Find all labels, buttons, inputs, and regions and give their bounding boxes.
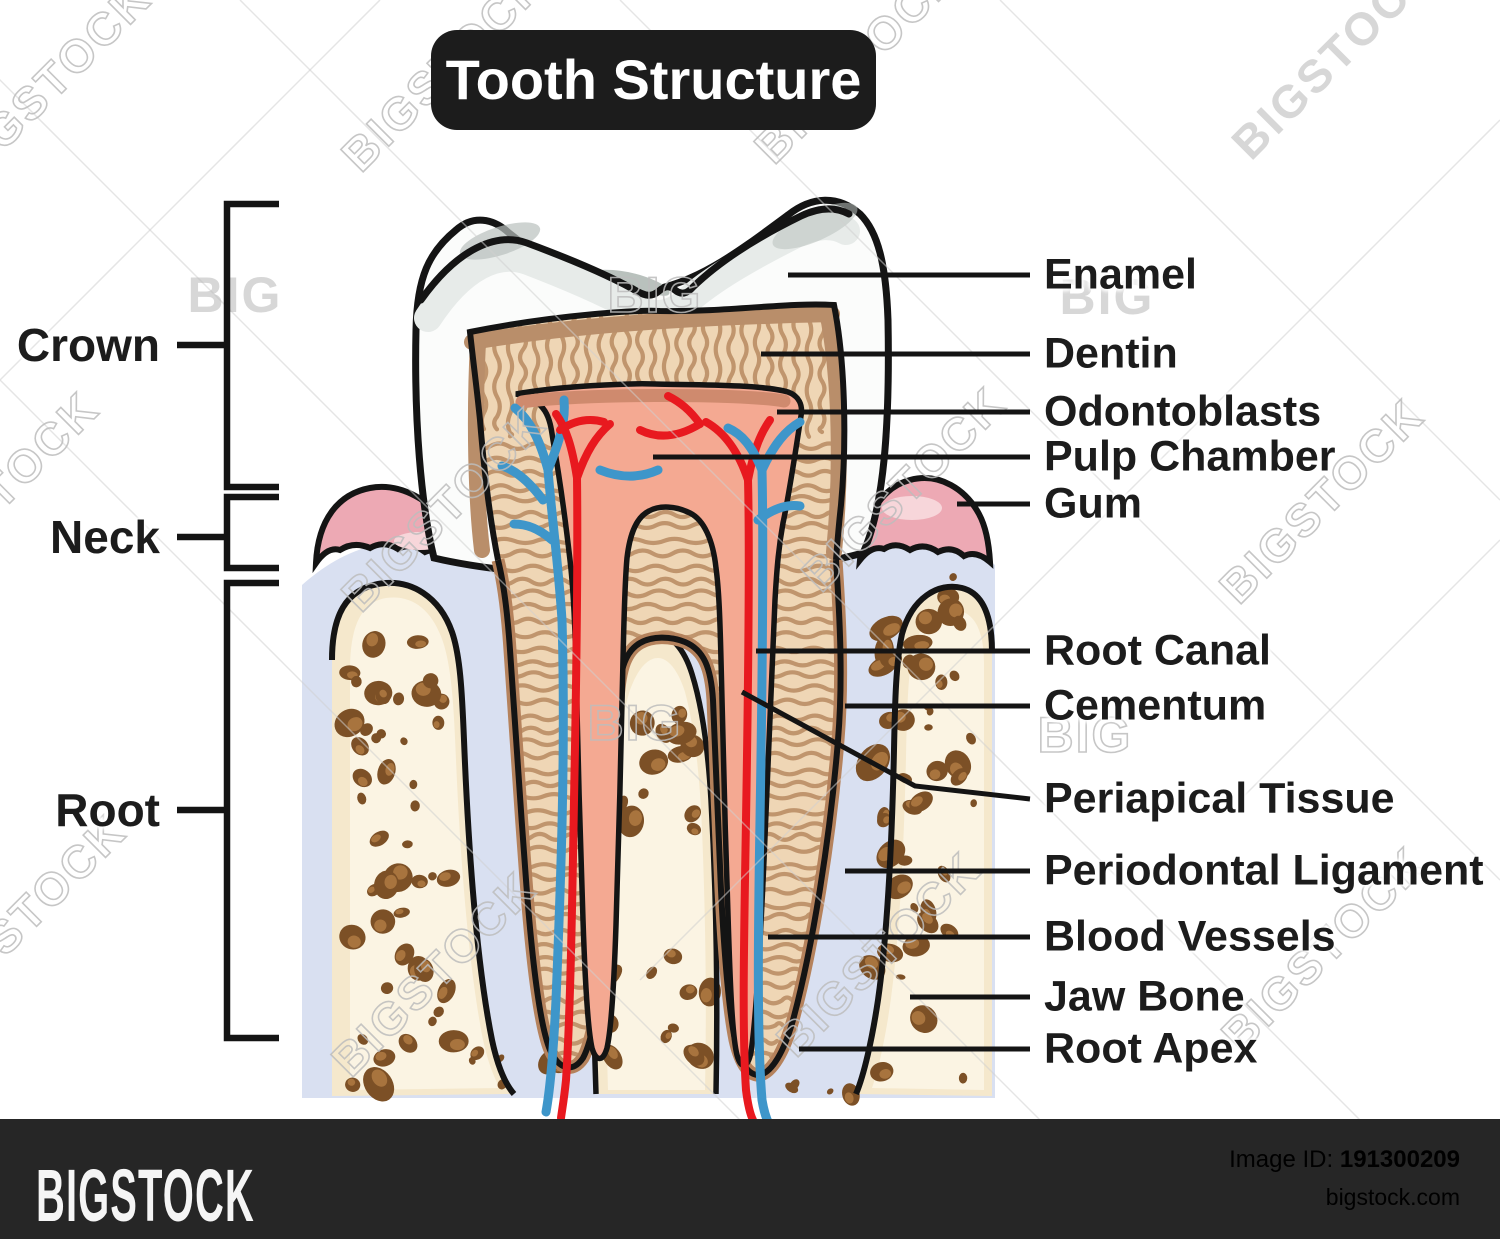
bigstock-logo: BIGSTOCK bbox=[36, 1154, 255, 1237]
jaw-bone-left bbox=[329, 580, 574, 1102]
label-gum: Gum bbox=[1044, 479, 1142, 528]
label-periodontal-ligament: Periodontal Ligament bbox=[1044, 846, 1484, 895]
label-blood-vessels: Blood Vessels bbox=[1044, 912, 1336, 961]
footer-bar bbox=[0, 1119, 1500, 1239]
label-root-canal: Root Canal bbox=[1044, 626, 1271, 675]
bracket-neck bbox=[177, 493, 279, 572]
svg-text:BIGSTOCK: BIGSTOCK bbox=[1221, 0, 1446, 169]
odontoblasts-layer bbox=[515, 388, 791, 409]
image-id-text: Image ID: 191300209 bbox=[1229, 1146, 1460, 1174]
label-odontoblasts: Odontoblasts bbox=[1044, 387, 1322, 436]
page-title: Tooth Structure bbox=[431, 30, 876, 130]
label-neck: Neck bbox=[50, 511, 160, 563]
label-pulp-chamber: Pulp Chamber bbox=[1044, 432, 1336, 481]
svg-text:BIG: BIG bbox=[1038, 707, 1133, 763]
label-crown: Crown bbox=[16, 319, 160, 371]
bracket-root bbox=[177, 579, 279, 1042]
jaw-bone-middle bbox=[591, 631, 721, 1095]
label-root-apex: Root Apex bbox=[1044, 1024, 1258, 1073]
svg-text:BIG: BIG bbox=[608, 267, 703, 323]
blood-vessels bbox=[497, 392, 805, 1129]
image-id-label: Image ID: bbox=[1229, 1146, 1334, 1173]
label-cementum: Cementum bbox=[1044, 681, 1267, 730]
svg-text:BIGSTOCK: BIGSTOCK bbox=[0, 381, 109, 606]
svg-text:BIG: BIG bbox=[188, 267, 283, 323]
leader-lines bbox=[653, 272, 1031, 1052]
image-id-value: 191300209 bbox=[1339, 1146, 1460, 1173]
bracket-crown bbox=[177, 200, 279, 491]
label-enamel: Enamel bbox=[1044, 250, 1197, 299]
svg-text:BIGSTOCK: BIGSTOCK bbox=[0, 0, 161, 196]
pulp-chamber-shape bbox=[515, 381, 805, 1068]
svg-text:BIGSTOCK: BIGSTOCK bbox=[0, 804, 136, 1029]
bigstock-link[interactable]: bigstock.com bbox=[1325, 1184, 1460, 1210]
svg-text:BIG: BIG bbox=[588, 695, 683, 751]
label-periapical-tissue: Periapical Tissue bbox=[1044, 774, 1395, 823]
gum-right-shape bbox=[856, 475, 994, 570]
label-jaw-bone: Jaw Bone bbox=[1044, 972, 1245, 1021]
label-dentin: Dentin bbox=[1044, 329, 1178, 378]
svg-text:BIG: BIG bbox=[1060, 269, 1155, 325]
label-root: Root bbox=[55, 784, 160, 836]
